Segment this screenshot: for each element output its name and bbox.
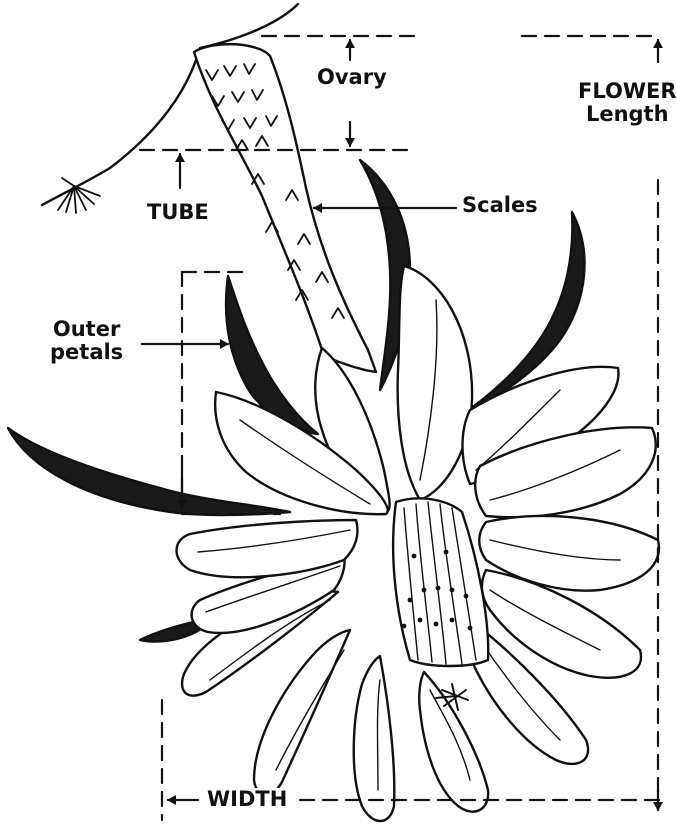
- flower-length-label-line2: Length: [578, 103, 677, 126]
- flower-length-label: FLOWER Length: [578, 80, 677, 126]
- outer-petals-label-line2: petals: [50, 341, 123, 364]
- ovary-label: Ovary: [317, 66, 387, 89]
- scales-label: Scales: [462, 194, 538, 217]
- flower-center-stamens: [393, 498, 488, 666]
- outer-petals-label: Outer petals: [50, 318, 123, 364]
- stem-tuft: [58, 178, 100, 213]
- tube-label: TUBE: [147, 201, 209, 224]
- flower-length-label-line1: FLOWER: [578, 80, 677, 103]
- outer-petals-label-line1: Outer: [50, 318, 123, 341]
- width-label: WIDTH: [205, 788, 289, 811]
